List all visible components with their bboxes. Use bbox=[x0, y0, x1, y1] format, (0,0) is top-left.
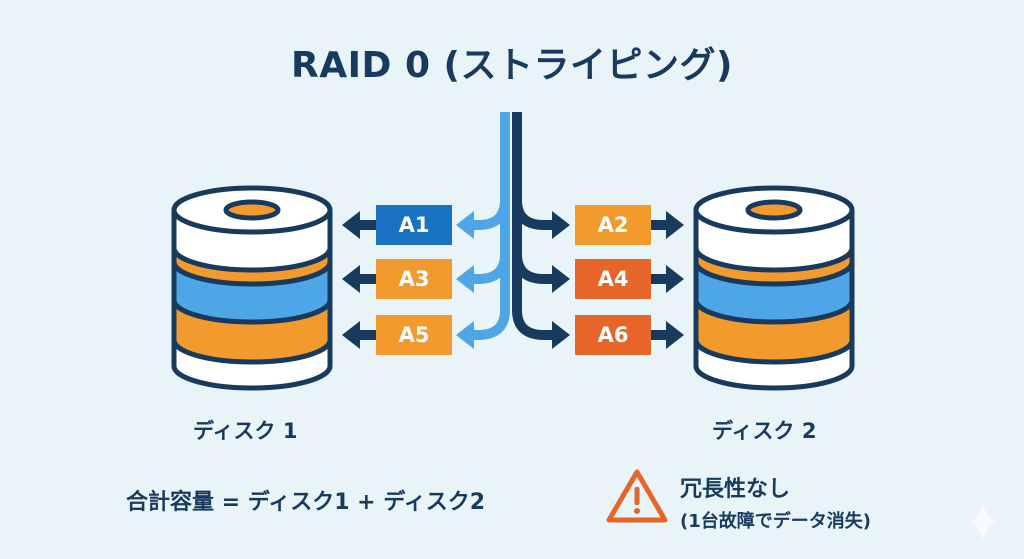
arrow-head-icon bbox=[456, 321, 474, 349]
left-arrow-icon bbox=[342, 211, 378, 239]
warning-triangle-icon bbox=[606, 469, 668, 523]
arrow-head-icon bbox=[552, 321, 570, 349]
block-a2: A2 bbox=[575, 205, 651, 245]
disk-2-icon bbox=[696, 188, 852, 388]
left-arrow-icon bbox=[342, 321, 378, 349]
right-arrow-icon bbox=[650, 265, 684, 293]
disk-2-arrows bbox=[650, 211, 684, 349]
block-a3: A3 bbox=[376, 259, 452, 299]
block-a4: A4 bbox=[575, 259, 651, 299]
total-capacity-formula: 合計容量 = ディスク1 + ディスク2 bbox=[126, 490, 486, 515]
left-arrow-icon bbox=[342, 265, 378, 293]
warning-detail: (1台故障でデータ消失) bbox=[680, 511, 871, 532]
arrow-head-icon bbox=[456, 211, 474, 239]
data-flow-lines bbox=[456, 112, 570, 349]
block-a1: A1 bbox=[376, 205, 452, 245]
right-arrow-icon bbox=[650, 321, 684, 349]
disk-1-arrows bbox=[342, 211, 378, 349]
disk-1-label: ディスク 1 bbox=[193, 419, 298, 443]
arrow-head-icon bbox=[552, 211, 570, 239]
block-a5: A5 bbox=[376, 315, 452, 355]
sparkle-icon bbox=[969, 503, 997, 541]
arrow-head-icon bbox=[552, 265, 570, 293]
block-a6: A6 bbox=[575, 315, 651, 355]
right-arrow-icon bbox=[650, 211, 684, 239]
warning-title: 冗長性なし bbox=[680, 477, 791, 502]
diagram-title: RAID 0 (ストライピング) bbox=[291, 45, 733, 86]
disk-1-icon bbox=[171, 185, 333, 391]
disk-2-label: ディスク 2 bbox=[712, 419, 817, 443]
arrow-head-icon bbox=[456, 265, 474, 293]
